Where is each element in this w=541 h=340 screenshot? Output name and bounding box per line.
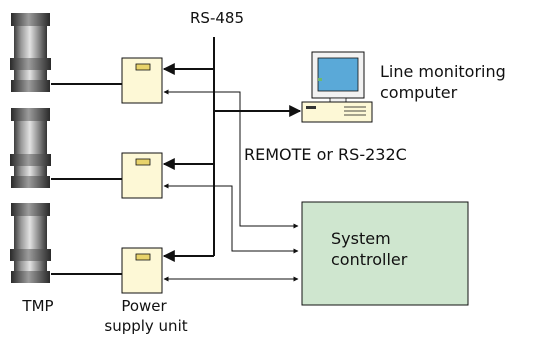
- rs485-label: RS-485: [190, 9, 244, 27]
- power-supply-unit-icon: [121, 152, 163, 199]
- line-monitoring-label-2: computer: [380, 83, 458, 102]
- tmp-icon: [10, 108, 51, 188]
- tmp-icon: [10, 203, 51, 283]
- power-supply-label-2: supply unit: [104, 317, 187, 335]
- power-supply-unit-icon: [121, 57, 163, 104]
- tmp-label: TMP: [21, 297, 53, 315]
- power-supply-label-1: Power: [121, 297, 167, 315]
- power-supply-unit-icon: [121, 247, 163, 294]
- line-monitoring-label-1: Line monitoring: [380, 62, 506, 81]
- desktop-computer-icon: [301, 51, 373, 123]
- remote-link-2: [163, 183, 299, 254]
- tmp-icon: [10, 13, 51, 92]
- remote-label: REMOTE or RS-232C: [244, 145, 407, 164]
- system-controller-label-2: controller: [331, 250, 408, 269]
- system-controller-box: [301, 201, 469, 306]
- system-controller-label-1: System: [331, 229, 391, 248]
